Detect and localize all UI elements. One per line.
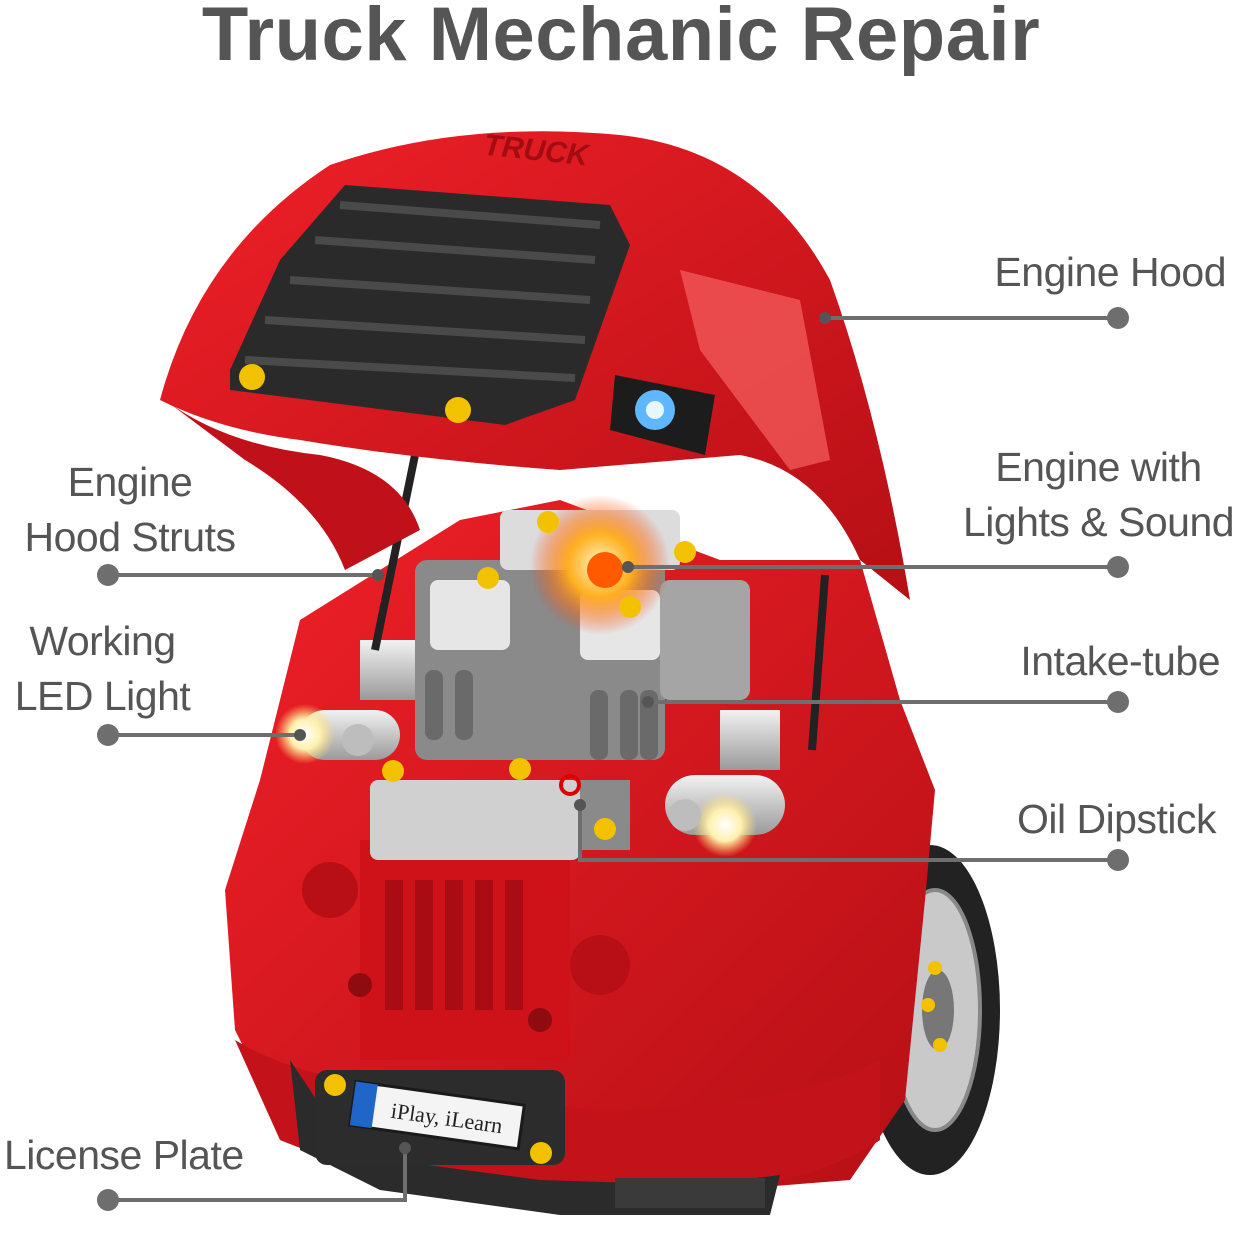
label-intake-tube: Intake-tube	[1020, 634, 1220, 689]
leader-license-plate	[108, 1148, 407, 1202]
engine-hood-struts-line1: Engine	[67, 459, 193, 505]
led-lights	[275, 704, 785, 857]
leader-oil-dipstick	[578, 805, 1118, 862]
working-led-line1: Working	[29, 618, 176, 664]
label-engine-lights-sound: Engine with Lights & Sound	[955, 440, 1242, 550]
engine-lights-line1: Engine with	[995, 444, 1202, 490]
page-title: Truck Mechanic Repair	[201, 0, 1041, 77]
label-license-plate: License Plate	[4, 1128, 244, 1183]
label-engine-hood: Engine Hood	[994, 245, 1226, 300]
engine-hood-struts-line2: Hood Struts	[24, 514, 237, 560]
leader-end-dots	[294, 312, 831, 1154]
leader-lines	[108, 316, 1118, 1202]
hood-struts	[371, 454, 829, 751]
leader-dots	[97, 307, 1129, 1211]
license-plate-text: License Plate	[4, 1132, 244, 1178]
engine-hood: TRUCK	[160, 129, 910, 600]
intake-tube-text: Intake-tube	[1020, 638, 1220, 684]
engine-hood-text: Engine Hood	[994, 249, 1226, 295]
working-led-line2: LED Light	[14, 673, 191, 719]
engine-lights-line2: Lights & Sound	[962, 499, 1235, 545]
label-working-led-light: Working LED Light	[0, 614, 205, 724]
license-plate: iPlay, iLearn	[315, 1070, 565, 1165]
oil-dipstick-text: Oil Dipstick	[1016, 796, 1217, 842]
label-oil-dipstick: Oil Dipstick	[1016, 792, 1217, 847]
engine	[360, 495, 780, 860]
label-engine-hood-struts: Engine Hood Struts	[0, 455, 260, 565]
